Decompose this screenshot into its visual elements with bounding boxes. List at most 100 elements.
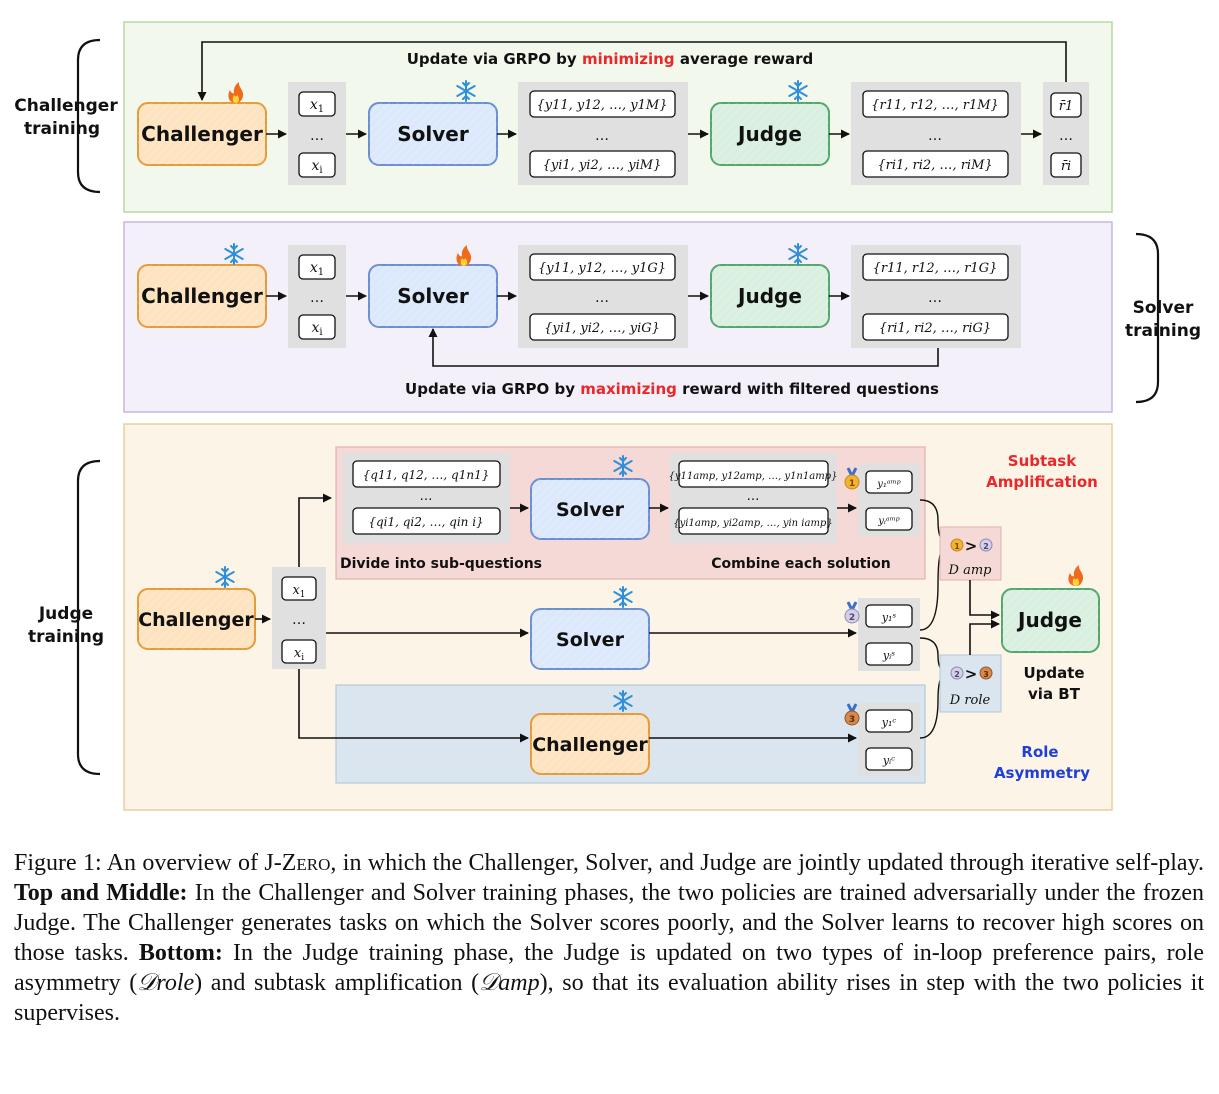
svg-text:…: … xyxy=(595,290,609,306)
r-first: {r11, r12, …, r1M} xyxy=(871,98,999,113)
d-amp-box xyxy=(939,526,1002,581)
y-first: {y11, y12, …, y1G} xyxy=(538,261,666,276)
rbar-last: r̄i xyxy=(1061,159,1071,174)
svg-text:yᵢˢ: yᵢˢ xyxy=(882,649,895,662)
solver-training-bracket xyxy=(1135,232,1160,404)
svg-text:…: … xyxy=(928,290,942,306)
solver-amp-label: Solver xyxy=(556,499,625,521)
svg-text:yᵢᵃᵐᵖ: yᵢᵃᵐᵖ xyxy=(877,516,900,527)
rbar-first: r̄1 xyxy=(1059,99,1074,114)
x-ellipsis: … xyxy=(310,128,324,144)
judge-node-label: Judge xyxy=(736,284,802,308)
svg-text:x1: x1 xyxy=(292,583,305,600)
caption-bottom-text-c: ), so that its evaluation ability rises … xyxy=(14,970,1205,1026)
svg-text:…: … xyxy=(420,489,433,504)
solver-mid-label: Solver xyxy=(556,629,625,651)
subtask-label-1: Subtask xyxy=(1008,452,1077,470)
svg-text:2: 2 xyxy=(954,670,960,679)
r-last: {ri1, ri2, …, riG} xyxy=(879,321,991,336)
medal-3-icon: 3 xyxy=(844,703,860,726)
svg-text:…: … xyxy=(928,128,942,144)
svg-text:…: … xyxy=(292,612,306,628)
q-last: {qi1, qi2, …, qin i} xyxy=(368,515,483,529)
caption-name: Zero xyxy=(281,850,331,876)
r-last: {ri1, ri2, …, riM} xyxy=(877,158,992,173)
svg-text:>: > xyxy=(965,537,978,555)
caption-top-middle-bold: Top and Middle: xyxy=(14,880,188,906)
challenger-low-label: Challenger xyxy=(532,734,648,756)
caption-intro-a: An overview of J- xyxy=(101,850,282,876)
challenger-training-bracket xyxy=(76,38,101,194)
svg-text:…: … xyxy=(1059,128,1073,144)
judge-node-label: Judge xyxy=(736,122,802,146)
judge-training-label-1: Judge xyxy=(38,604,93,624)
svg-text:xi: xi xyxy=(311,158,322,176)
svg-text:1: 1 xyxy=(849,479,855,489)
caption-bottom-bold: Bottom: xyxy=(138,940,223,966)
solver-training-panel: Solver training Challenger x1 … xi Solve… xyxy=(123,221,1201,413)
yamp-last: {yi1amp, yi2amp, …, yin iamp} xyxy=(673,518,832,529)
grpo-max-loop-arrow xyxy=(428,328,939,367)
d-role-label: D role xyxy=(949,693,991,708)
caption-top-middle-text: In the Challenger and Solver training ph… xyxy=(14,880,1204,966)
challenger-training-panel: Challenger training Update via GRPO by m… xyxy=(14,21,1113,213)
q-first: {q11, q12, …, q1n1} xyxy=(363,468,490,482)
combine-label: Combine each solution xyxy=(711,556,891,572)
solver-node-label: Solver xyxy=(397,122,469,146)
subtask-label-2: Amplification xyxy=(986,473,1098,491)
svg-text:xi: xi xyxy=(311,320,322,338)
svg-text:1: 1 xyxy=(954,542,960,551)
caption-bottom-text-a: In the Judge training phase, the Judge i… xyxy=(14,940,1204,996)
medal-2-icon: 2 xyxy=(844,601,860,624)
svg-text:y₁ᵃᵐᵖ: y₁ᵃᵐᵖ xyxy=(876,479,901,490)
caption-intro-b: , in which the Challenger, Solver, and J… xyxy=(330,850,1204,876)
divide-label: Divide into sub-questions xyxy=(340,556,542,572)
solver-training-label-2: training xyxy=(1125,321,1201,341)
d-amp-label: D amp xyxy=(948,563,993,578)
svg-text:…: … xyxy=(310,290,324,306)
svg-text:…: … xyxy=(747,489,760,504)
figure-label: Figure 1: xyxy=(14,850,102,876)
svg-text:>: > xyxy=(965,665,978,683)
y-last: {yi1, yi2, …, yiM} xyxy=(543,158,662,173)
challenger-node-label: Challenger xyxy=(141,284,263,308)
yamp-first: {y11amp, y12amp, …, y1n1amp} xyxy=(669,471,838,482)
svg-text:2: 2 xyxy=(983,542,989,551)
caption-bottom-text-b: ) and subtask amplification ( xyxy=(194,970,480,996)
role-asymmetry-label-2: Asymmetry xyxy=(994,764,1090,782)
solver-training-label-1: Solver xyxy=(1133,298,1194,318)
svg-text:y₁ˢ: y₁ˢ xyxy=(881,611,897,624)
grpo-max-text: Update via GRPO by maximizing reward wit… xyxy=(405,380,939,398)
challenger-node-label: Challenger xyxy=(138,609,254,631)
caption-d-role: 𝒟role xyxy=(137,970,195,996)
judge-training-label-2: training xyxy=(28,627,104,647)
svg-text:3: 3 xyxy=(849,715,855,725)
caption-d-amp: 𝒟amp xyxy=(479,970,540,996)
svg-text:x1: x1 xyxy=(310,260,324,278)
update-bt-label-2: via BT xyxy=(1028,685,1081,703)
judge-training-panel: Judge training Challenger x1 … xi {q11, … xyxy=(28,423,1113,811)
solver-node-label: Solver xyxy=(397,284,469,308)
svg-text:xi: xi xyxy=(294,646,304,663)
svg-text:2: 2 xyxy=(849,613,855,623)
update-bt-label-1: Update xyxy=(1023,664,1084,682)
judge-node-label: Judge xyxy=(1016,608,1082,632)
figure-caption: Figure 1: An overview of J-Zero, in whic… xyxy=(14,848,1204,1028)
overview-diagram: Challenger training Update via GRPO by m… xyxy=(14,21,1201,811)
y-last: {yi1, yi2, …, yiG} xyxy=(544,321,660,336)
grpo-min-text: Update via GRPO by minimizing average re… xyxy=(407,50,813,68)
y-first: {y11, y12, …, y1M} xyxy=(536,98,667,113)
svg-text:y₁ᶜ: y₁ᶜ xyxy=(881,716,897,729)
r-first: {r11, r12, …, r1G} xyxy=(873,261,998,276)
medal-1-icon: 1 xyxy=(844,467,860,490)
grpo-min-loop-arrow xyxy=(197,41,1067,101)
svg-text:yᵢᶜ: yᵢᶜ xyxy=(882,754,895,767)
role-asymmetry-label-1: Role xyxy=(1021,743,1058,761)
svg-text:…: … xyxy=(595,128,609,144)
d-role-box xyxy=(939,654,1002,713)
challenger-training-label-1: Challenger xyxy=(14,96,118,116)
challenger-training-label-2: training xyxy=(24,119,100,139)
svg-text:3: 3 xyxy=(983,670,989,679)
svg-text:x1: x1 xyxy=(310,97,324,115)
challenger-node-label: Challenger xyxy=(141,122,263,146)
